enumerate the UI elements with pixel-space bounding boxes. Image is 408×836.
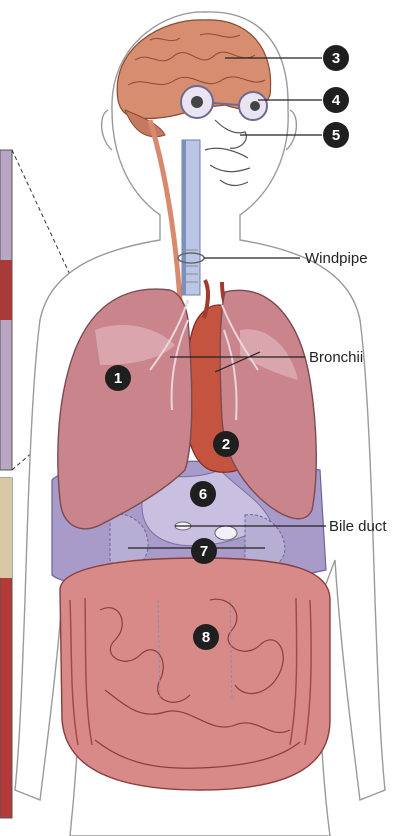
svg-text:2: 2 — [222, 436, 230, 453]
svg-text:1: 1 — [114, 370, 122, 387]
marker-4: 4 — [323, 87, 349, 113]
marker-1: 1 — [105, 365, 131, 391]
svg-text:3: 3 — [332, 50, 340, 67]
intestines — [60, 558, 330, 790]
svg-text:4: 4 — [332, 92, 341, 109]
label-windpipe: Windpipe — [305, 250, 368, 267]
svg-text:5: 5 — [332, 127, 340, 144]
label-bronchii: Bronchii — [309, 349, 363, 366]
marker-8: 8 — [193, 624, 219, 650]
marker-2: 2 — [213, 431, 239, 457]
svg-text:7: 7 — [200, 543, 208, 560]
marker-3: 3 — [323, 45, 349, 71]
marker-6: 6 — [190, 481, 216, 507]
marker-5: 5 — [323, 122, 349, 148]
marker-7: 7 — [191, 538, 217, 564]
windpipe — [178, 140, 204, 295]
label-bile-duct: Bile duct — [329, 518, 387, 535]
svg-text:6: 6 — [199, 486, 207, 503]
svg-text:8: 8 — [202, 629, 210, 646]
